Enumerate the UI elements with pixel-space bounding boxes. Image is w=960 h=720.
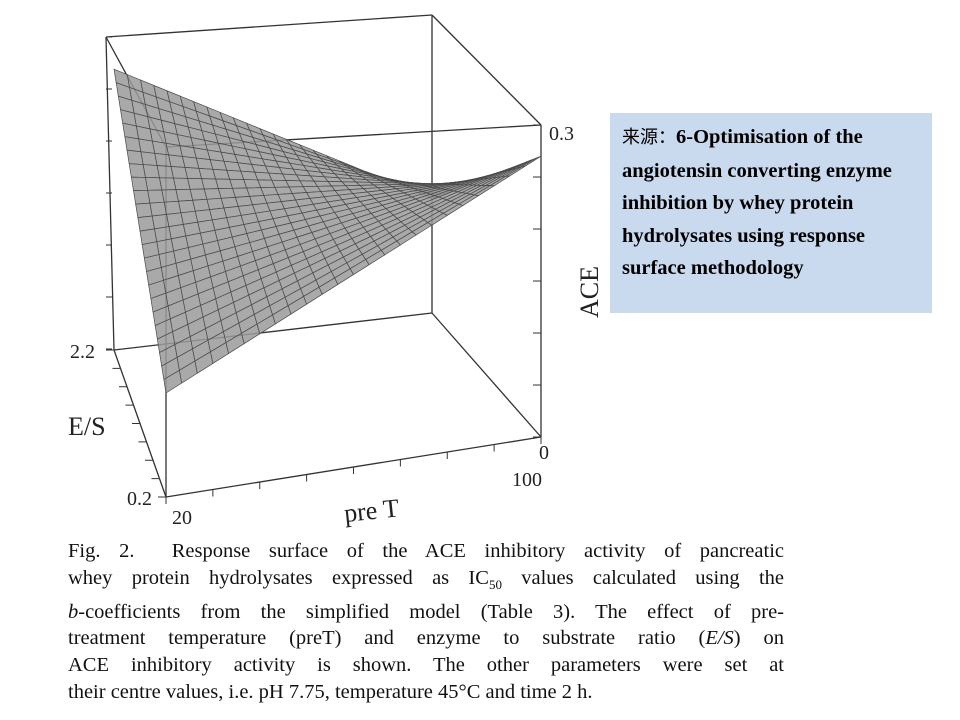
caption-line: whey protein hydrolysates expressed as I… (68, 566, 785, 592)
surface-cell (175, 188, 194, 202)
surface-cell (520, 155, 542, 168)
caption-fig-number: Fig. 2. (68, 540, 135, 562)
surface-cell (135, 202, 153, 218)
source-note: 来源：6-Optimisation of the angiotensin con… (610, 113, 932, 313)
surface-cell (177, 199, 196, 214)
x-tick-left: 20 (172, 507, 192, 529)
caption-line: their centre values, i.e. pH 7.75, tempe… (68, 681, 593, 704)
surface-cell (124, 136, 142, 153)
caption-line: treatment temperature (preT) and enzyme … (68, 627, 784, 650)
surface-cell (158, 177, 177, 191)
z-tick-top: 0.3 (549, 123, 574, 145)
source-label: 来源： (622, 127, 676, 148)
surface-cell (161, 189, 179, 203)
x-tick-right: 100 (512, 469, 542, 491)
surface-cell (147, 189, 165, 204)
caption-line: b-coefficients from the simplified model… (68, 600, 784, 623)
surface-cell (130, 176, 149, 191)
x-axis-label: pre T (343, 493, 401, 528)
surface-cell (142, 164, 160, 179)
surface-cell (192, 198, 210, 212)
surface-cell (137, 215, 155, 232)
figure-caption: Fig. 2. Response surface of the ACE inhi… (68, 538, 784, 706)
surface-cell (133, 189, 151, 205)
surface-cell (173, 177, 191, 190)
response-surface (113, 68, 542, 394)
box-edge (431, 14, 542, 126)
source-title: 6-Optimisation of the angiotensin conver… (622, 126, 892, 279)
surface-cell (128, 163, 146, 178)
surface-cell (126, 149, 144, 165)
y-tick-top: 2.2 (70, 341, 95, 363)
surface-cell (149, 201, 167, 217)
caption-line: Fig. 2. Response surface of the ACE inhi… (68, 540, 784, 562)
surface-cell (144, 177, 163, 191)
box-edge (105, 14, 433, 38)
y-axis-label: E/S (68, 412, 106, 441)
surface-cell (140, 151, 158, 166)
z-tick-bottom: 0 (539, 442, 549, 464)
z-axis-label: ACE (575, 266, 604, 318)
caption-line: ACE inhibitory activity is shown. The ot… (68, 654, 784, 677)
surface-cell (163, 200, 182, 215)
axis-ticks (106, 36, 542, 504)
surface-cell (156, 165, 174, 179)
surface-cell (163, 369, 183, 394)
y-tick-bottom: 0.2 (127, 488, 152, 510)
box-edge (431, 312, 542, 438)
